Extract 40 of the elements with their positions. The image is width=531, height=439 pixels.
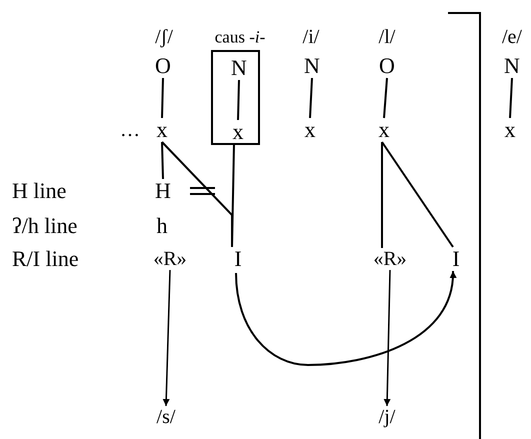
timing-slot: x [378,119,390,141]
constituent-label: O [155,55,171,77]
segment-label: /e/ [502,27,522,47]
element-label: «R» [373,249,407,269]
arrow [384,270,391,406]
association-line [161,78,164,118]
constituent-label: N [231,57,247,79]
tier-label: H line [12,180,66,202]
timing-slot: x [156,119,168,141]
constituent-label: O [379,55,395,77]
association-line [309,78,313,118]
arrow [235,270,456,366]
association-line [231,144,235,248]
ellipsis: … [120,120,140,140]
timing-slot: x [504,119,516,141]
tier-label: ʔ/h line [12,215,78,237]
timing-slot: x [232,121,244,143]
arrow [162,270,171,406]
association-line [383,78,388,118]
segment-label: /ʃ/ [155,27,173,47]
timing-slot: x [304,119,316,141]
element-label: h [156,215,168,237]
constituent-label: N [304,55,320,77]
segment-label: caus -i- [214,28,266,46]
element-label: H [155,180,171,202]
association-line [161,142,164,180]
association-line [509,78,513,118]
element-label: I [452,248,460,270]
highlight-box [211,50,260,145]
segment-label: /i/ [302,27,320,47]
phoneme-label: /s/ [156,407,176,427]
phoneme-label: /j/ [378,407,396,427]
association-line [381,141,454,248]
tier-label: R/I line [12,248,79,270]
element-label: «R» [153,249,187,269]
constituent-label: N [504,55,520,77]
segment-label: /l/ [378,27,396,47]
element-label: I [234,248,242,270]
association-line [237,80,240,120]
association-line [381,142,383,248]
